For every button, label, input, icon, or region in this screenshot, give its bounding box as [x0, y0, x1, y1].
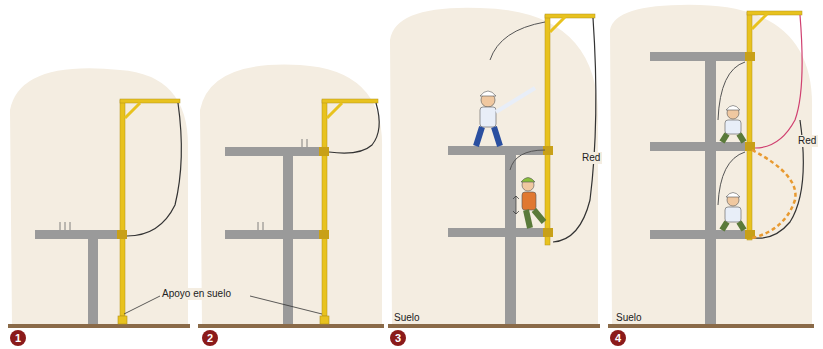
net-label: Red — [580, 152, 602, 164]
support-label: Apoyo en suelo — [160, 288, 233, 300]
ground-label: Suelo — [614, 312, 644, 324]
callout-number: 4 — [610, 330, 626, 346]
net-label: Red — [796, 135, 818, 147]
callout-number: 1 — [10, 330, 26, 346]
callout-number: 3 — [390, 330, 406, 346]
ground-label: Suelo — [392, 312, 422, 324]
callout-number: 2 — [202, 330, 218, 346]
